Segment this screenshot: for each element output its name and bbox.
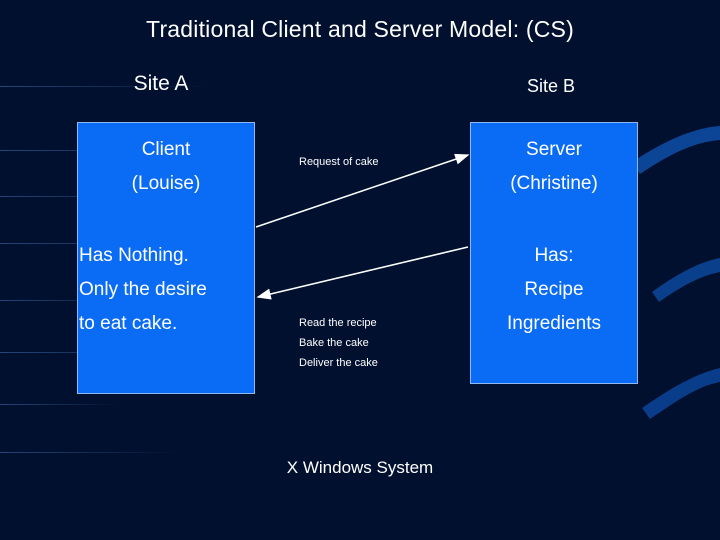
site-b-label: Site B [526, 76, 576, 96]
server-name-line2: (Christine) [510, 173, 598, 194]
server-state-line1: Has: [534, 245, 574, 266]
server-state-line2: Recipe [524, 279, 584, 300]
decorative-swoosh-middle [652, 258, 720, 302]
response-arrow [256, 246, 469, 300]
site-a-label: Site A [133, 72, 189, 95]
decorative-swoosh-bottom [642, 368, 720, 419]
client-name-line2: (Louise) [131, 173, 201, 194]
response-label-line2: Bake the cake [299, 337, 369, 349]
page-title: Traditional Client and Server Model: (CS… [146, 16, 574, 42]
client-state-line1: Has Nothing. [79, 245, 189, 266]
server-box [470, 122, 638, 384]
response-arrow-label: Read the recipe Bake the cake Deliver th… [299, 313, 378, 373]
server-state: Has: Recipe Ingredients [470, 239, 638, 341]
response-label-line3: Deliver the cake [299, 357, 378, 369]
request-arrow-label: Request of cake [299, 156, 379, 168]
client-name: Client (Louise) [77, 133, 255, 201]
client-state-line3: to eat cake. [79, 313, 178, 334]
decorative-swoosh-top [632, 126, 720, 174]
client-name-line1: Client [141, 139, 191, 160]
client-state: Has Nothing. Only the desire to eat cake… [79, 239, 269, 341]
response-label-line1: Read the recipe [299, 317, 377, 329]
server-state-line3: Ingredients [506, 313, 601, 334]
server-name-line1: Server [526, 139, 582, 160]
client-box [77, 122, 255, 394]
client-state-line2: Only the desire [79, 279, 207, 300]
server-name: Server (Christine) [470, 133, 638, 201]
footer-text: X Windows System [286, 458, 434, 477]
